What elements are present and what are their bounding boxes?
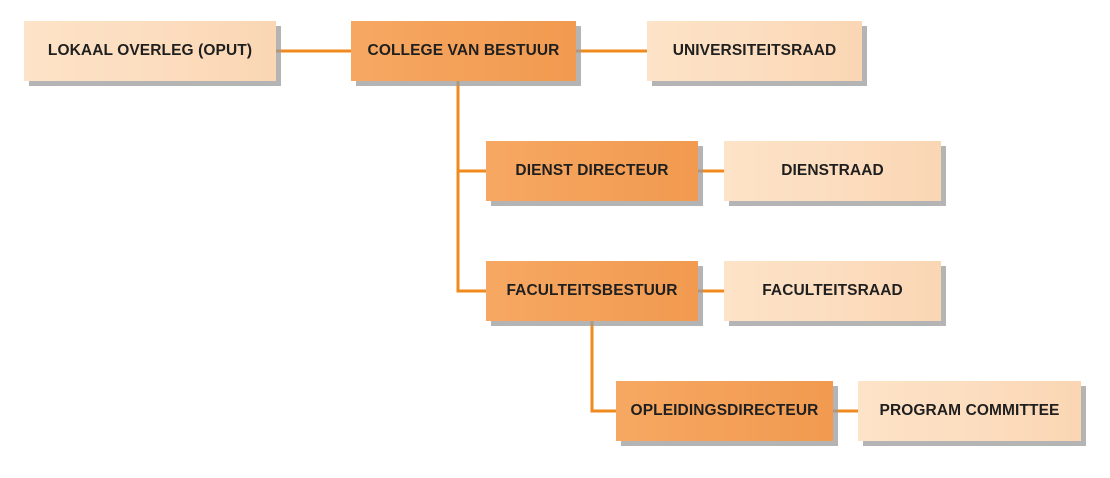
node-college-van-bestuur: COLLEGE VAN BESTUUR [351, 21, 576, 81]
node-faculteitsbestuur: FACULTEITSBESTUUR [486, 261, 698, 321]
node-opleidingsdirecteur: OPLEIDINGSDIRECTEUR [616, 381, 833, 441]
node-program-committee: PROGRAM COMMITTEE [858, 381, 1081, 441]
node-lokaal-overleg: LOKAAL OVERLEG (OPUT) [24, 21, 276, 81]
connector-college-trunk [456, 81, 486, 293]
node-dienstraad: DIENSTRAAD [724, 141, 941, 201]
node-universiteitsraad: UNIVERSITEITSRAAD [647, 21, 862, 81]
node-faculteitsraad: FACULTEITSRAAD [724, 261, 941, 321]
node-dienst-directeur: DIENST DIRECTEUR [486, 141, 698, 201]
connector-faculteitsbestuur-opleidingsdirecteur [590, 321, 616, 413]
